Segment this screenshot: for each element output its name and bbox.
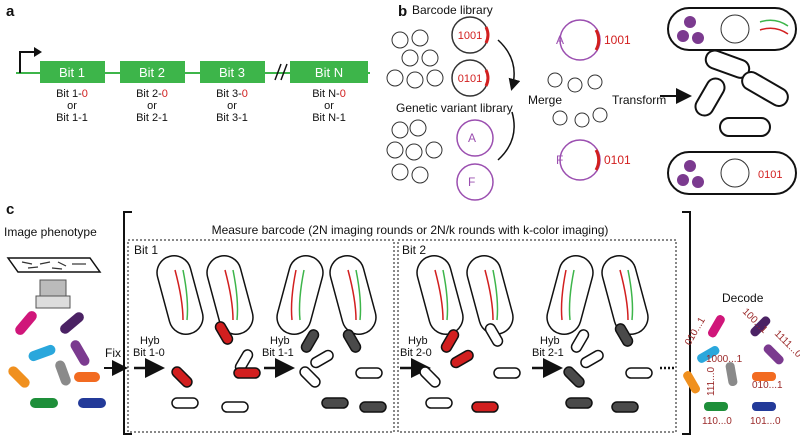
- panel-c-label: c: [6, 201, 14, 218]
- bit-1-box: [127, 239, 395, 433]
- bit-2-box-label: Bit 2: [402, 243, 426, 257]
- svg-text:Bit N-0: Bit N-0: [312, 88, 346, 100]
- hyb-labels: Hyb Bit 1-0 Hyb Bit 1-1 Hyb Bit 2-0 Hyb …: [133, 335, 564, 359]
- bit-n-name: Bit N: [315, 65, 343, 80]
- barcode-library-label: Barcode library: [412, 3, 493, 17]
- bit-2-box: [397, 239, 677, 433]
- break-mark: [274, 63, 282, 81]
- variant-a: A: [468, 131, 476, 145]
- svg-text:111...0: 111...0: [706, 366, 717, 396]
- svg-text:Hyb: Hyb: [270, 335, 290, 347]
- svg-text:Bit 2-1: Bit 2-1: [532, 347, 564, 359]
- transform-label: Transform: [612, 93, 666, 107]
- variant-plasmids: [386, 119, 494, 201]
- svg-text:Bit 2-1: Bit 2-1: [136, 112, 168, 124]
- svg-text:101...0: 101...0: [750, 416, 781, 427]
- measure-title: Measure barcode (2N imaging rounds or 2N…: [212, 223, 609, 237]
- bit-block-2: [120, 61, 185, 83]
- merged-variant-f: F: [556, 153, 563, 167]
- svg-text:or: or: [147, 100, 157, 112]
- merged-variant-a: A: [556, 33, 564, 47]
- svg-text:Hyb: Hyb: [140, 335, 160, 347]
- bit-block-n: [290, 61, 368, 83]
- merged-plasmids: [547, 19, 608, 181]
- decoded-cells: [683, 315, 784, 411]
- bit-block-1: [40, 61, 105, 83]
- merge-label: Merge: [528, 93, 562, 107]
- svg-text:Bit 2-0: Bit 2-0: [400, 347, 432, 359]
- svg-text:or: or: [227, 100, 237, 112]
- bit-block-3: [200, 61, 265, 83]
- variant-f: F: [468, 175, 475, 189]
- right-bracket: [682, 211, 691, 435]
- bit-options: Bit 1-0 or Bit 1-1 Bit 2-0 or Bit 2-1 Bi…: [56, 88, 346, 124]
- bit-3-name: Bit 3: [219, 65, 245, 80]
- bit-2-name: Bit 2: [139, 65, 165, 80]
- cell-code-0101: 0101: [758, 169, 782, 181]
- bit-1-name: Bit 1: [59, 65, 85, 80]
- decoded-codes: 010...1 1000...1 111...0 010...1 110...0…: [683, 306, 800, 427]
- merge-arrow-top: [497, 39, 521, 91]
- svg-text:or: or: [67, 100, 77, 112]
- svg-text:Bit 1-0: Bit 1-0: [56, 88, 88, 100]
- svg-text:010...1: 010...1: [752, 380, 783, 391]
- svg-text:Hyb: Hyb: [540, 335, 560, 347]
- code-1001-a: 1001: [458, 30, 482, 42]
- merged-code-0101: 0101: [604, 153, 631, 167]
- svg-text:Bit 3-0: Bit 3-0: [216, 88, 248, 100]
- svg-text:Bit 1-1: Bit 1-1: [56, 112, 88, 124]
- microscope-icon: [6, 257, 102, 309]
- svg-text:Bit 1-0: Bit 1-0: [133, 347, 165, 359]
- image-phenotype-label: Image phenotype: [4, 225, 97, 239]
- svg-text:Bit 3-1: Bit 3-1: [216, 112, 248, 124]
- fix-label: Fix: [105, 346, 121, 360]
- svg-text:or: or: [324, 100, 334, 112]
- round-cells: [171, 321, 653, 413]
- left-bracket: [123, 211, 132, 435]
- svg-text:Bit 2-0: Bit 2-0: [136, 88, 168, 100]
- zoomed-cells: [156, 255, 649, 335]
- zoomed-strands: [174, 269, 634, 321]
- svg-text:1000...1: 1000...1: [706, 354, 743, 365]
- svg-text:Bit 1-1: Bit 1-1: [262, 347, 294, 359]
- svg-text:Bit N-1: Bit N-1: [312, 112, 346, 124]
- svg-text:Hyb: Hyb: [408, 335, 428, 347]
- bit-1-box-label: Bit 1: [134, 243, 158, 257]
- merged-code-1001: 1001: [604, 33, 631, 47]
- panel-b-label: b: [398, 3, 407, 20]
- decode-label: Decode: [722, 291, 764, 305]
- phenotype-cells: [8, 311, 106, 408]
- variant-library-label: Genetic variant library: [396, 101, 513, 115]
- svg-text:010...1: 010...1: [683, 315, 708, 347]
- promoter-arrow-icon: [19, 51, 38, 73]
- svg-text:110...0: 110...0: [702, 416, 732, 427]
- code-0101-a: 0101: [458, 73, 482, 85]
- panel-a-label: a: [6, 3, 15, 20]
- cell-variant-a-dots: [677, 14, 789, 188]
- barcode-plasmids: [386, 16, 490, 97]
- gene-construct: Bit 1 Bit 2 Bit 3 Bit N: [16, 47, 370, 83]
